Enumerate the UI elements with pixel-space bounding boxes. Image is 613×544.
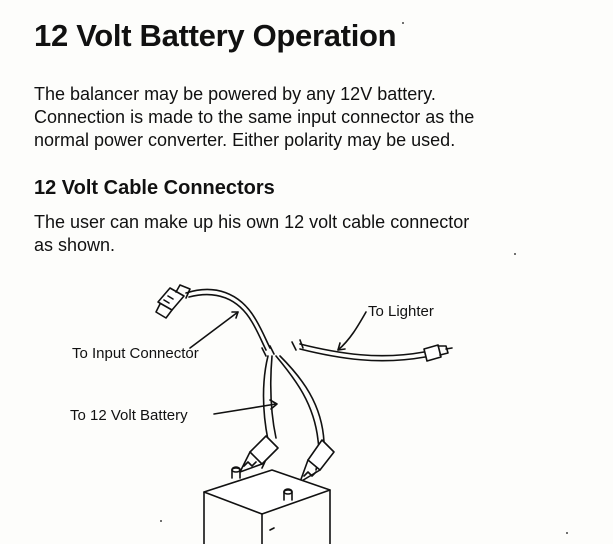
section-paragraph: The user can make up his own 12 volt cab… bbox=[34, 211, 469, 257]
input-connector-plug-icon bbox=[155, 284, 191, 319]
alligator-clip-icon bbox=[299, 439, 335, 483]
label-to-lighter: To Lighter bbox=[368, 303, 434, 320]
intro-line: normal power converter. Either polarity … bbox=[34, 130, 456, 150]
label-to-input-connector: To Input Connector bbox=[72, 345, 199, 362]
label-to-battery: To 12 Volt Battery bbox=[70, 407, 188, 424]
section-line: The user can make up his own 12 volt cab… bbox=[34, 212, 470, 232]
lighter-plug-icon bbox=[423, 344, 453, 362]
scan-speck bbox=[514, 253, 516, 255]
page-title: 12 Volt Battery Operation bbox=[34, 18, 397, 53]
scan-speck bbox=[160, 520, 162, 522]
intro-line: Connection is made to the same input con… bbox=[34, 107, 475, 127]
intro-paragraph: The balancer may be powered by any 12V b… bbox=[34, 83, 474, 152]
section-line: as shown. bbox=[34, 235, 116, 255]
battery-icon bbox=[203, 466, 331, 544]
section-heading: 12 Volt Cable Connectors bbox=[34, 177, 275, 199]
alligator-clip-icon bbox=[239, 435, 279, 473]
scan-speck bbox=[402, 22, 404, 24]
intro-line: The balancer may be powered by any 12V b… bbox=[34, 84, 436, 104]
scan-speck bbox=[566, 532, 568, 534]
